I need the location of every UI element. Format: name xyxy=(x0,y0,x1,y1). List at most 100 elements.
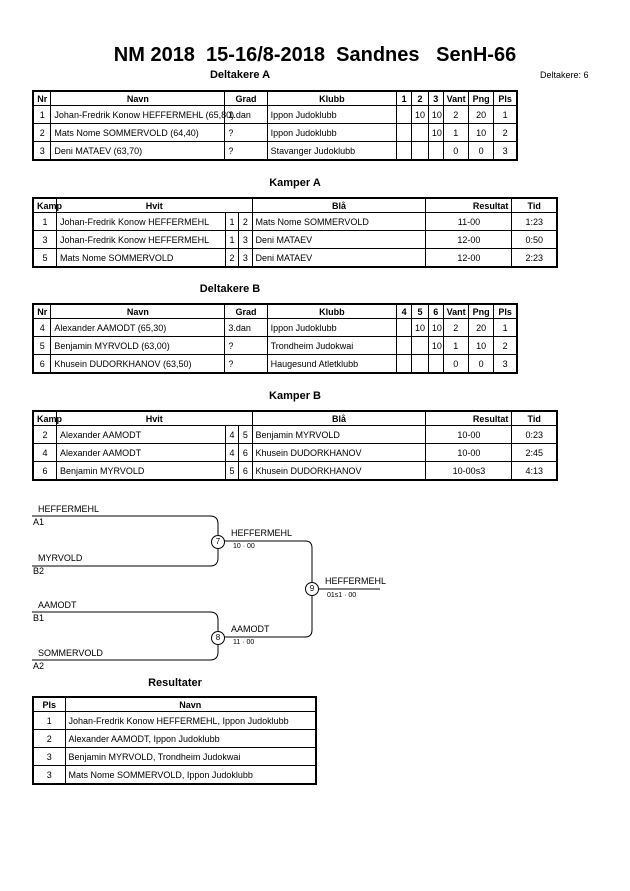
cell-navn: Mats Nome SOMMERVOLD, Ippon Judoklubb xyxy=(64,765,317,785)
cell-png: 0 xyxy=(467,141,495,161)
bracket-m9-winner: HEFFERMEHL xyxy=(325,576,387,586)
cell-pls: 3 xyxy=(493,354,518,374)
cell-bla: Khusein DUDORKHANOV xyxy=(251,461,427,481)
table-row: 2 Mats Nome SOMMERVOLD (64,40) ? Ippon J… xyxy=(32,123,518,142)
cell-klubb: Trondheim Judokwai xyxy=(266,336,398,355)
table-row: 2 Alexander AAMODT, Ippon Judoklubb xyxy=(32,729,317,748)
cell-resultat: 12-00 xyxy=(425,248,513,268)
table-row: 6 Khusein DUDORKHANOV (63,50) ? Haugesun… xyxy=(32,354,518,374)
bracket-m8-winner: AAMODT xyxy=(231,624,270,634)
table-row: 3 Benjamin MYRVOLD, Trondheim Judokwai xyxy=(32,747,317,766)
cell-tid: 4:13 xyxy=(511,461,558,481)
table-row: 1 Johan-Fredrik Konow HEFFERMEHL, Ippon … xyxy=(32,711,317,730)
cell-grad: ? xyxy=(224,141,268,161)
cell-grad: ? xyxy=(224,354,268,374)
cell-tid: 0:50 xyxy=(511,230,558,249)
cell-tid: 2:45 xyxy=(511,443,558,462)
results-title: Resultater xyxy=(148,677,202,689)
col-header: Pls xyxy=(493,90,518,106)
matches-a-table: Kamp Hvit Blå Resultat Tid 1 Johan-Fredr… xyxy=(32,197,558,268)
cell-kamp: 4 xyxy=(32,443,58,462)
col-header: Navn xyxy=(64,696,317,712)
cell-navn: Johan-Fredrik Konow HEFFERMEHL, Ippon Ju… xyxy=(64,711,317,730)
bracket-sf2-top-seed: B1 xyxy=(33,613,45,623)
table-row: 6 Benjamin MYRVOLD 5 6 Khusein DUDORKHAN… xyxy=(32,461,558,481)
cell-pls: 2 xyxy=(493,336,518,355)
table-row: 3 Deni MATAEV (63,70) ? Stavanger Judokl… xyxy=(32,141,518,161)
bracket-sf2-bot-name: SOMMERVOLD xyxy=(38,648,103,658)
cell-pls: 3 xyxy=(32,747,66,766)
bracket-m7-score: 10 · 00 xyxy=(233,543,255,550)
cell-score xyxy=(411,336,429,355)
cell-pls: 1 xyxy=(32,711,66,730)
bracket-m7-winner: HEFFERMEHL xyxy=(231,528,293,538)
cell-navn: Deni MATAEV (63,70) xyxy=(50,141,226,161)
col-header: 2 xyxy=(411,90,429,106)
table-header: Kamp Hvit Blå Resultat Tid xyxy=(32,410,558,426)
cell-vant: 0 xyxy=(442,141,469,161)
cell-vant: 1 xyxy=(442,336,469,355)
bracket-sf2-top-name: AAMODT xyxy=(38,600,77,610)
cell-bla-nr: 6 xyxy=(238,443,253,462)
pool-a-title: Deltakere A xyxy=(209,69,271,81)
cell-nr: 3 xyxy=(32,141,52,161)
bracket-m8-score: 11 · 00 xyxy=(233,639,255,646)
match-7-badge: 7 xyxy=(211,535,225,549)
results-table: Pls Navn 1 Johan-Fredrik Konow HEFFERMEH… xyxy=(32,696,317,785)
pool-a-table: Nr Navn Grad Klubb 1 2 3 Vant Png Pls 1 … xyxy=(32,90,518,161)
matches-b-table: Kamp Hvit Blå Resultat Tid 2 Alexander A… xyxy=(32,410,558,481)
cell-tid: 2:23 xyxy=(511,248,558,268)
cell-bla: Deni MATAEV xyxy=(251,248,427,268)
table-row: 3 Johan-Fredrik Konow HEFFERMEHL 1 3 Den… xyxy=(32,230,558,249)
cell-bla-nr: 2 xyxy=(238,212,253,231)
cell-bla-nr: 3 xyxy=(238,248,253,268)
cell-resultat: 12-00 xyxy=(425,230,513,249)
table-row: 1 Johan-Fredrik Konow HEFFERMEHL 1 2 Mat… xyxy=(32,212,558,231)
participant-count: Deltakere: 6 xyxy=(540,70,589,80)
cell-pls: 3 xyxy=(493,141,518,161)
bracket-sf1-bot-name: MYRVOLD xyxy=(38,553,83,563)
table-header: Kamp Hvit Blå Resultat Tid xyxy=(32,197,558,213)
cell-png: 0 xyxy=(467,354,495,374)
cell-pls: 2 xyxy=(32,729,66,748)
cell-grad: ? xyxy=(224,336,268,355)
pool-b-title: Deltakere B xyxy=(199,283,261,295)
table-row: 4 Alexander AAMODT 4 6 Khusein DUDORKHAN… xyxy=(32,443,558,462)
cell-pls: 3 xyxy=(32,765,66,785)
cell-navn: Benjamin MYRVOLD, Trondheim Judokwai xyxy=(64,747,317,766)
bracket-sf2-bot-seed: A2 xyxy=(33,661,45,671)
table-row: 1 Johan-Fredrik Konow HEFFERMEHL (65,80)… xyxy=(32,105,518,124)
cell-bla-nr: 3 xyxy=(238,230,253,249)
bracket-sf1-bot-seed: B2 xyxy=(33,566,45,576)
match-9-badge: 9 xyxy=(305,582,319,596)
cell-grad: ? xyxy=(224,123,268,142)
pool-b-table: Nr Navn Grad Klubb 4 5 6 Vant Png Pls 4 … xyxy=(32,303,518,374)
matches-a-title: Kamper A xyxy=(269,177,321,189)
cell-pls: 2 xyxy=(493,123,518,142)
cell-klubb: Ippon Judoklubb xyxy=(266,123,398,142)
table-row: 2 Alexander AAMODT 4 5 Benjamin MYRVOLD … xyxy=(32,425,558,444)
cell-bla: Khusein DUDORKHANOV xyxy=(251,443,427,462)
cell-score xyxy=(411,354,429,374)
bracket-m9-score: 01s1 · 00 xyxy=(327,592,357,599)
cell-bla: Deni MATAEV xyxy=(251,230,427,249)
cell-klubb: Stavanger Judoklubb xyxy=(266,141,398,161)
cell-score xyxy=(411,141,429,161)
cell-navn: Alexander AAMODT, Ippon Judoklubb xyxy=(64,729,317,748)
matches-b-title: Kamper B xyxy=(269,390,321,402)
page-title: NM 2018 15-16/8-2018 Sandnes SenH-66 xyxy=(113,44,517,66)
bracket-sf1-top-name: HEFFERMEHL xyxy=(38,504,100,514)
cell-navn: Benjamin MYRVOLD (63,00) xyxy=(50,336,226,355)
cell-score: 10 xyxy=(411,105,429,124)
table-header: Pls Navn xyxy=(32,696,317,712)
table-row: 5 Mats Nome SOMMERVOLD 2 3 Deni MATAEV 1… xyxy=(32,248,558,268)
col-header: Pls xyxy=(32,696,66,712)
cell-resultat: 10-00s3 xyxy=(425,461,513,481)
cell-bla-nr: 6 xyxy=(238,461,253,481)
cell-klubb: Haugesund Atletklubb xyxy=(266,354,398,374)
table-row: 3 Mats Nome SOMMERVOLD, Ippon Judoklubb xyxy=(32,765,317,785)
table-row: 5 Benjamin MYRVOLD (63,00) ? Trondheim J… xyxy=(32,336,518,355)
bracket-sf1-top-seed: A1 xyxy=(33,517,45,527)
cell-score xyxy=(411,123,429,142)
match-8-badge: 8 xyxy=(211,631,225,645)
